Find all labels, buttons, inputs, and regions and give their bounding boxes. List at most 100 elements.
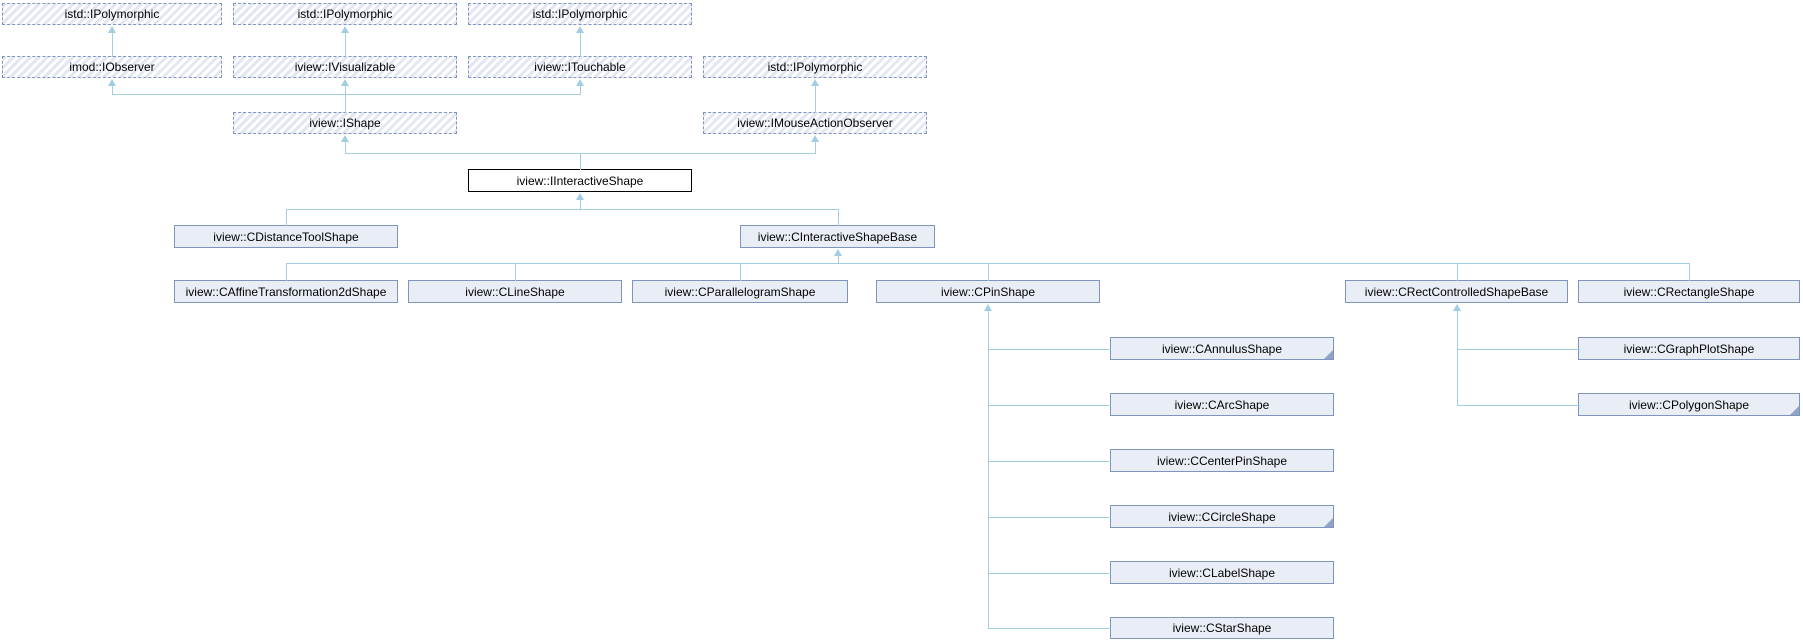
inheritance-line [1457,263,1458,281]
class-node-ccenterpinshape[interactable]: iview::CCenterPinShape [1110,449,1334,472]
inheritance-line [345,32,346,45]
class-node-p2[interactable]: istd::IPolymorphic [233,3,457,25]
class-node-iobserver[interactable]: imod::IObserver [2,56,222,78]
folded-corner-icon [1324,518,1333,527]
inheritance-arrow-icon [1453,304,1461,311]
inheritance-arrow-icon [834,249,842,256]
inheritance-arrow-icon [341,135,349,142]
inheritance-arrow-icon [576,26,584,33]
inheritance-line [740,263,741,281]
class-label: iview::CCircleShape [1168,509,1276,524]
inheritance-line [286,209,839,210]
class-label: iview::CCenterPinShape [1156,453,1288,468]
inheritance-line [345,141,346,154]
class-node-itouchable[interactable]: iview::ITouchable [468,56,692,78]
class-label: iview::CGraphPlotShape [1623,341,1755,356]
class-node-iinteractiveshape[interactable]: iview::IInteractiveShape [468,169,692,192]
class-node-cparallelogramshape[interactable]: iview::CParallelogramShape [632,280,848,303]
inheritance-line [1689,263,1690,281]
inheritance-arrow-icon [576,193,584,200]
inheritance-line [988,405,1111,406]
inheritance-line [988,517,1111,518]
class-label: iview::CRectangleShape [1623,284,1755,299]
class-node-clabelshape[interactable]: iview::CLabelShape [1110,561,1334,584]
class-label: istd::IPolymorphic [297,7,393,21]
inheritance-arrow-icon [811,79,819,86]
class-label: istd::IPolymorphic [532,7,628,21]
folded-corner-icon [1790,406,1799,415]
folded-corner-icon [1324,350,1333,359]
inheritance-line [988,310,989,629]
class-label: iview::IVisualizable [294,60,396,74]
inheritance-line [988,628,1111,629]
inheritance-line [345,85,346,95]
class-label: iview::CLineShape [465,284,565,299]
inheritance-line [112,32,113,45]
class-label: istd::IPolymorphic [767,60,863,74]
class-label: iview::ITouchable [534,60,626,74]
inheritance-arrow-icon [108,79,116,86]
class-label: iview::CArcShape [1174,397,1270,412]
inheritance-line [988,573,1111,574]
class-label: iview::CLabelShape [1168,565,1276,580]
inheritance-line [345,44,346,57]
inheritance-line [286,263,287,281]
class-node-cgraphplotshape[interactable]: iview::CGraphPlotShape [1578,337,1800,360]
class-label: iview::CParallelogramShape [664,284,816,299]
class-label: iview::CPinShape [940,284,1036,299]
inheritance-line [1457,405,1580,406]
inheritance-arrow-icon [576,79,584,86]
class-node-cinteractiveshapebase[interactable]: iview::CInteractiveShapeBase [740,225,935,248]
class-label: iview::CAffineTransformation2dShape [185,284,387,299]
inheritance-line [112,44,113,57]
inheritance-line [112,94,581,95]
class-node-cpinshape[interactable]: iview::CPinShape [876,280,1100,303]
class-label: iview::CInteractiveShapeBase [757,229,918,244]
inheritance-line [345,153,816,154]
class-node-caffinetransformation2dshape[interactable]: iview::CAffineTransformation2dShape [174,280,398,303]
class-node-crectangleshape[interactable]: iview::CRectangleShape [1578,280,1800,303]
class-label: iview::CPolygonShape [1628,397,1750,412]
class-node-cstarshape[interactable]: iview::CStarShape [1110,617,1334,639]
class-label: iview::CDistanceToolShape [213,229,359,244]
inheritance-arrow-icon [341,79,349,86]
class-node-ishape[interactable]: iview::IShape [233,112,457,134]
class-label: iview::CStarShape [1172,621,1272,635]
class-label: imod::IObserver [69,60,155,74]
class-node-crectcontrolledshapebase[interactable]: iview::CRectControlledShapeBase [1345,280,1568,303]
class-node-p4[interactable]: istd::IPolymorphic [703,56,927,78]
class-label: iview::IShape [309,116,381,130]
class-node-carcshape[interactable]: iview::CArcShape [1110,393,1334,416]
inheritance-line [815,97,816,113]
inheritance-arrow-icon [811,135,819,142]
inheritance-line [580,199,581,210]
class-node-imouseactionobserver[interactable]: iview::IMouseActionObserver [703,112,927,134]
inheritance-line [112,85,113,95]
inheritance-line [286,209,287,226]
class-node-cpolygonshape[interactable]: iview::CPolygonShape [1578,393,1800,416]
class-label: iview::IMouseActionObserver [737,116,893,130]
inheritance-line [515,263,516,281]
class-node-p3[interactable]: istd::IPolymorphic [468,3,692,25]
inheritance-arrow-icon [108,26,116,33]
inheritance-line [580,153,581,170]
class-node-cannulusshape[interactable]: iview::CAnnulusShape [1110,337,1334,360]
class-label: istd::IPolymorphic [64,7,160,21]
inheritance-line [580,32,581,45]
inheritance-line [838,255,839,264]
class-node-clineshape[interactable]: iview::CLineShape [408,280,622,303]
inheritance-line [1457,310,1458,406]
class-node-p1[interactable]: istd::IPolymorphic [2,3,222,25]
class-node-ccircleshape[interactable]: iview::CCircleShape [1110,505,1334,528]
inheritance-arrow-icon [984,304,992,311]
inheritance-line [580,44,581,57]
inheritance-line [1457,349,1580,350]
inheritance-arrow-icon [341,26,349,33]
class-label: iview::CAnnulusShape [1161,341,1283,356]
inheritance-line [815,141,816,154]
class-node-ivisualizable[interactable]: iview::IVisualizable [233,56,457,78]
inheritance-line [988,349,1111,350]
inheritance-line [988,263,989,281]
class-node-cdistancetoolshape[interactable]: iview::CDistanceToolShape [174,225,398,248]
